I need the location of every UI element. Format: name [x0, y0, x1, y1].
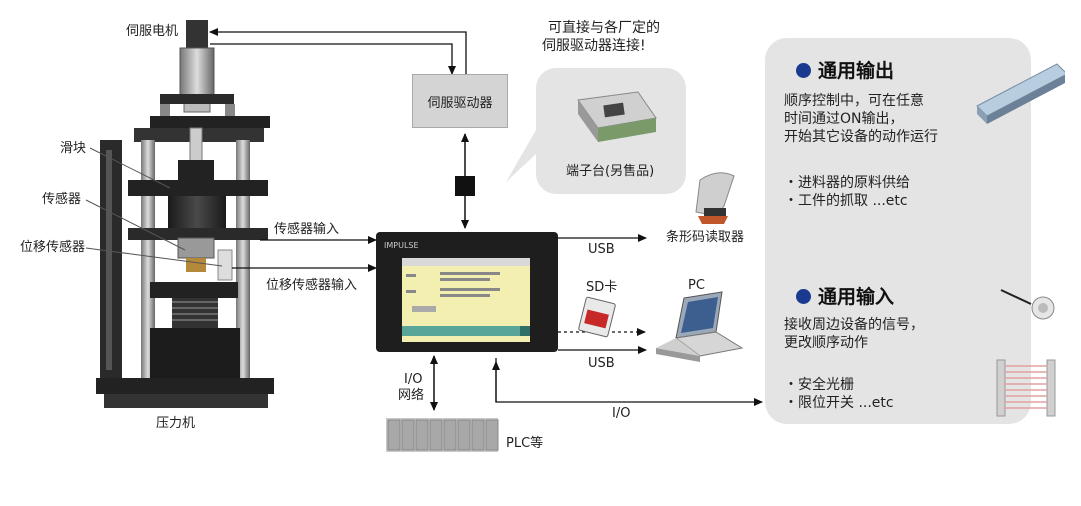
output-title-text: 通用输出	[818, 60, 895, 82]
input-line-1: 接收周边设备的信号，	[784, 317, 924, 333]
driver-note-line2: 伺服驱动器连接!	[542, 38, 646, 54]
limit-switch-illustration	[1000, 289, 1055, 320]
slider-label: 滑块	[60, 141, 87, 156]
input-title: 通用输入	[796, 282, 894, 309]
sd-card	[578, 296, 616, 338]
sensor-input-label: 传感器输入	[274, 222, 340, 237]
slider-plate	[128, 180, 268, 196]
servo-motor-label: 伺服电机	[126, 24, 179, 39]
servo-motor-top	[186, 20, 208, 50]
conveyor-illustration	[976, 63, 1065, 124]
displacement-input-label: 位移传感器输入	[266, 278, 358, 293]
connector-square	[455, 176, 475, 196]
input-bullet-1: ・安全光栅	[784, 377, 854, 393]
terminal-bubble	[506, 68, 686, 194]
displacement-sensor-label: 位移传感器	[20, 240, 86, 255]
plc-label: PLC等	[506, 436, 544, 451]
sd-card-label: SD卡	[586, 280, 618, 295]
plc-modules	[386, 418, 499, 452]
output-line-3: 开始其它设备的动作运行	[784, 129, 938, 145]
device-brand-label: IMPULSE	[384, 241, 419, 250]
impulse-device	[376, 232, 558, 352]
output-line-2: 时间通过ON输出，	[784, 111, 904, 127]
input-bullet-dot	[796, 289, 811, 304]
sensor-label: 传感器	[42, 192, 82, 207]
panel-illustrations	[976, 63, 1065, 417]
output-bullet-2: ・工件的抓取 ...etc	[784, 193, 908, 209]
input-title-text: 通用输入	[818, 286, 895, 308]
output-title: 通用输出	[796, 56, 894, 83]
terminal-block-label: 端子台(另售品)	[566, 164, 655, 179]
barcode-reader-label: 条形码读取器	[666, 230, 745, 245]
input-line-2: 更改顺序动作	[784, 335, 868, 351]
pc-label: PC	[688, 278, 705, 293]
servo-driver-box: 伺服驱动器	[412, 74, 508, 128]
press-machine	[96, 20, 274, 408]
output-bullet-1: ・进料器的原料供给	[784, 175, 910, 191]
press-label: 压力机	[156, 416, 196, 431]
usb-bottom-label: USB	[588, 356, 615, 371]
io-network-label-line1: I/O	[404, 372, 423, 387]
input-bullet-2: ・限位开关 ...etc	[784, 395, 894, 411]
laptop-pc	[656, 291, 744, 362]
load-sensor	[177, 237, 215, 259]
light-curtain-illustration	[996, 359, 1056, 417]
output-line-1: 顺序控制中，可在任意	[784, 93, 924, 109]
io-network-label-line2: 网络	[398, 388, 425, 403]
output-bullet-dot	[796, 63, 811, 78]
servo-driver-label: 伺服驱动器	[427, 95, 493, 111]
usb-top-label: USB	[588, 242, 615, 257]
displacement-sensor-body	[217, 249, 233, 281]
io-label: I/O	[612, 406, 631, 421]
driver-note-line1: 可直接与各厂定的	[548, 20, 660, 36]
press-leader-lines	[85, 147, 223, 267]
barcode-reader	[695, 172, 735, 224]
